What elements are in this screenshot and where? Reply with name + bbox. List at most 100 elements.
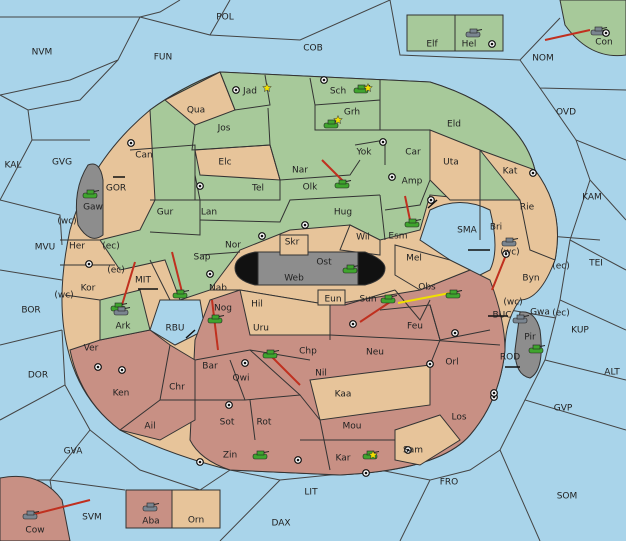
star-icon — [363, 82, 373, 93]
land-label: Car — [405, 148, 421, 158]
tank-icon[interactable] — [342, 264, 360, 274]
land-label: Bar — [202, 362, 218, 372]
land-elc[interactable] — [194, 144, 281, 181]
land-label: RBU — [165, 324, 184, 334]
land-label: Eun — [324, 295, 341, 305]
sea-label: KAM — [582, 193, 602, 203]
land-kaa[interactable] — [309, 364, 431, 421]
land-label: Sap — [194, 253, 211, 263]
sea-label: FRO — [440, 478, 459, 488]
land-label: GOR — [106, 184, 126, 194]
land-label: Bri — [490, 223, 502, 233]
order-arrow — [321, 159, 346, 184]
coast-label: (wc) — [500, 248, 519, 258]
tank-icon[interactable] — [404, 218, 422, 228]
tank-icon[interactable] — [465, 28, 483, 38]
supply-center-dot — [120, 368, 124, 372]
land-label: Nab — [209, 284, 227, 294]
sea-label: SVM — [82, 513, 102, 523]
land-wil[interactable] — [339, 224, 381, 256]
tank-icon[interactable] — [501, 237, 519, 247]
land-label: Neu — [366, 348, 384, 358]
land-label: Qua — [187, 106, 205, 116]
sea-label: KUP — [571, 326, 589, 336]
sea-label: POL — [216, 13, 234, 23]
land-label: Kat — [503, 167, 518, 177]
sea-label: TEI — [588, 259, 603, 269]
land-rie[interactable] — [478, 148, 558, 261]
land-label: Rie — [520, 203, 535, 213]
tank-icon[interactable] — [252, 450, 270, 460]
sea-sma[interactable] — [419, 202, 496, 281]
land-label: Cow — [25, 526, 44, 536]
coast-arrows — [113, 176, 520, 368]
tank-icon[interactable] — [262, 349, 280, 359]
land-label: Yok — [355, 148, 372, 158]
land-label: Ost — [316, 258, 332, 268]
land-label: Chp — [299, 347, 317, 357]
land-label: Rot — [257, 418, 272, 428]
order-arrow — [404, 195, 411, 221]
tank-icon[interactable] — [172, 289, 190, 299]
land-label: Gwa — [530, 308, 550, 318]
supply-center-dot — [227, 403, 231, 407]
land-label: Lan — [201, 208, 217, 218]
supply-center-dot — [322, 78, 326, 82]
supply-center-dot — [504, 252, 508, 256]
land-label: Qwi — [233, 374, 250, 384]
tank-icon[interactable] — [22, 510, 40, 520]
supply-center-dot — [429, 198, 433, 202]
land-label: Zin — [223, 451, 237, 461]
land-label: Nor — [225, 241, 241, 251]
land-gaw[interactable] — [75, 163, 104, 239]
land-cow[interactable] — [0, 475, 71, 541]
land-label: Sun — [359, 295, 376, 305]
tank-icon[interactable] — [142, 502, 160, 512]
land-label: Esm — [388, 232, 407, 242]
land-label: Orn — [188, 516, 204, 526]
land-sam[interactable] — [394, 414, 461, 466]
land-label: MIT — [135, 276, 151, 286]
land-label: Web — [284, 274, 304, 284]
land-label: Con — [595, 38, 613, 48]
supply-center-dot — [364, 471, 368, 475]
land-label: Hil — [251, 300, 263, 310]
supply-center-dot — [453, 331, 457, 335]
tank-icon[interactable] — [113, 306, 131, 316]
land-ost[interactable] — [257, 251, 359, 286]
region-north — [99, 71, 536, 301]
land-label: Uta — [443, 158, 459, 168]
sea-label: FUN — [154, 53, 173, 63]
sea-label: DAX — [271, 519, 290, 529]
support-arrow — [397, 292, 451, 304]
tank-icon[interactable] — [528, 344, 546, 354]
supply-center-dot — [234, 88, 238, 92]
land-label: Sch — [330, 87, 346, 97]
tank-icon[interactable] — [334, 179, 352, 189]
order-arrow — [171, 251, 183, 293]
sea-label: DOR — [28, 371, 48, 381]
tank-icon[interactable] — [207, 314, 225, 324]
land-label: Sam — [403, 446, 423, 456]
land-mel[interactable] — [394, 244, 472, 291]
supply-center-dot — [406, 448, 410, 452]
tank-icon[interactable] — [512, 314, 530, 324]
land-label: Aba — [142, 517, 159, 527]
tank-icon[interactable] — [445, 289, 463, 299]
land-skr[interactable] — [279, 234, 309, 256]
land-label: Her — [69, 242, 85, 252]
coast-label: (ec) — [552, 262, 570, 272]
sea-label: ALT — [604, 368, 620, 378]
land-label: Orl — [445, 358, 458, 368]
sea-label: BOR — [21, 306, 40, 316]
tank-icon[interactable] — [82, 189, 100, 199]
land-orn[interactable] — [171, 489, 221, 529]
land-elf[interactable] — [406, 14, 456, 52]
land-label: Ver — [84, 344, 99, 354]
order-arrows — [34, 29, 591, 515]
land-label: Ail — [144, 422, 155, 432]
tank-icon[interactable] — [353, 84, 371, 94]
tank-icon[interactable] — [380, 294, 398, 304]
land-ken[interactable] — [69, 329, 196, 441]
